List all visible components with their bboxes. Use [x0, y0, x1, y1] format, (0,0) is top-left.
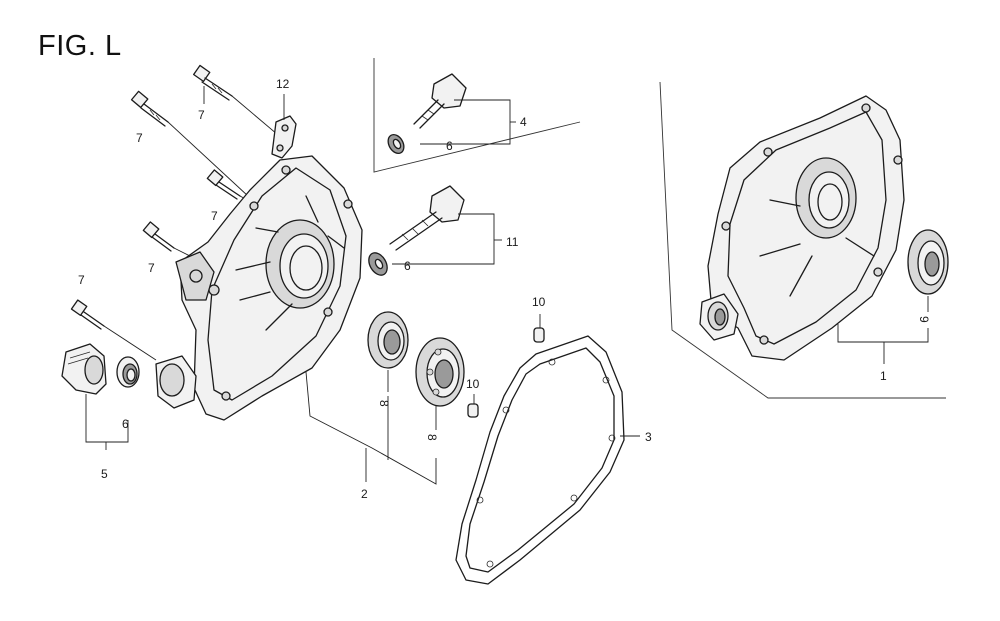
oil-seal-8-assembly: [907, 229, 949, 295]
callout-5: 5: [101, 467, 108, 481]
callout-11: 11: [506, 235, 519, 249]
inset-frame-oil-gauge: [373, 58, 581, 173]
seal-ring-6-left: [116, 356, 140, 388]
bolt-7-lower-left: [70, 299, 105, 330]
bolt-7-middle: [206, 169, 241, 200]
oil-filler-cap-11: [389, 185, 465, 251]
callout-7-middle: 7: [211, 209, 218, 223]
callout-6-filler: 6: [404, 259, 411, 273]
bolt-7-upper-left: [130, 90, 169, 127]
dowel-pin-10-lower: [467, 403, 479, 418]
bolt-7-top: [192, 64, 233, 101]
bracket-12: [271, 115, 297, 159]
bearing-8: [415, 337, 465, 407]
oil-seal-9: [367, 311, 409, 369]
callout-7-top: 7: [198, 108, 205, 122]
inset-frame-assembly: [659, 81, 946, 399]
callout-6-inset: 6: [446, 139, 453, 153]
crankcase-cover: [155, 155, 363, 421]
oring-6-filler: [368, 252, 388, 276]
callout-9: 8: [377, 400, 391, 407]
callout-10-lower: 10: [466, 377, 480, 391]
callout-3: 3: [645, 430, 652, 444]
callout-7-left: 7: [148, 261, 155, 275]
gasket-3: [455, 335, 625, 585]
crankcase-cover-assembly: [699, 95, 905, 361]
callout-8-assembly: 9: [917, 316, 931, 323]
oil-gauge-4: [413, 73, 467, 129]
callout-6-left: 6: [122, 417, 129, 431]
callout-2: 2: [361, 487, 368, 501]
bolt-7-left: [142, 221, 175, 252]
figure-title: FIG. L: [38, 30, 122, 62]
dowel-pin-10-upper: [533, 327, 545, 343]
callout-4: 4: [520, 115, 527, 129]
callout-7-lower-left: 7: [78, 273, 85, 287]
callout-10-upper: 10: [532, 295, 546, 309]
callout-7-upper-left: 7: [136, 131, 143, 145]
callout-12: 12: [276, 77, 290, 91]
callout-1: 1: [880, 369, 887, 383]
oring-6-inset: [387, 134, 405, 154]
oil-drain-cap-5: [61, 343, 107, 395]
callout-8-mid: 8: [425, 434, 439, 441]
